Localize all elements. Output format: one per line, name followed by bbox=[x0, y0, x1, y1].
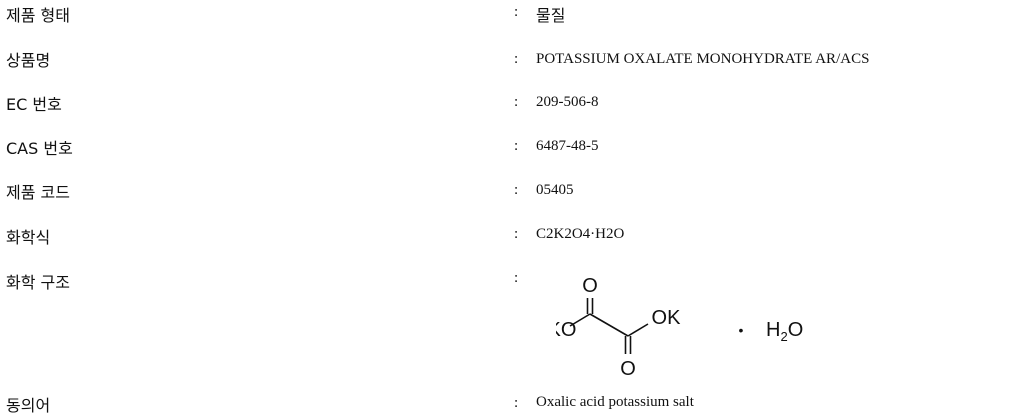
bond-c1-o bbox=[569, 313, 591, 327]
label-chemical-structure: 화학 구조 bbox=[6, 273, 70, 292]
label-formula: 화학식 bbox=[6, 228, 51, 247]
value-synonyms: Oxalic acid potassium salt bbox=[536, 394, 694, 410]
colon: : bbox=[514, 226, 519, 242]
label-product-form: 제품 형태 bbox=[6, 6, 70, 25]
colon: : bbox=[514, 51, 519, 67]
ko-left: KO bbox=[556, 319, 576, 341]
hydrate-dot: • bbox=[739, 322, 744, 338]
oxygen-top: O bbox=[582, 275, 598, 297]
value-ec-number: 209-506-8 bbox=[536, 94, 599, 110]
colon: : bbox=[514, 270, 519, 286]
bond-c1-c2 bbox=[589, 313, 629, 337]
label-product-code: 제품 코드 bbox=[6, 183, 70, 202]
water-formula: H2O bbox=[766, 319, 803, 344]
value-trade-name: POTASSIUM OXALATE MONOHYDRATE AR/ACS bbox=[536, 51, 870, 67]
bond-c2-o bbox=[627, 323, 649, 337]
colon: : bbox=[514, 182, 519, 198]
colon: : bbox=[514, 395, 519, 411]
value-product-form: 물질 bbox=[536, 6, 566, 25]
water-subscript: 2 bbox=[780, 329, 787, 344]
water-h: H bbox=[766, 319, 780, 341]
colon: : bbox=[514, 138, 519, 154]
ok-right: OK bbox=[652, 307, 682, 329]
oxygen-bottom: O bbox=[620, 358, 636, 378]
label-synonyms: 동의어 bbox=[6, 396, 51, 415]
water-o: O bbox=[788, 319, 804, 341]
label-trade-name: 상품명 bbox=[6, 51, 51, 70]
chemical-structure-diagram: O KO OK O • H2O bbox=[556, 275, 803, 378]
label-ec-number: EC 번호 bbox=[6, 95, 62, 114]
colon: : bbox=[514, 4, 519, 20]
label-cas-number: CAS 번호 bbox=[6, 139, 73, 158]
value-formula: C2K2O4·H2O bbox=[536, 226, 625, 242]
colon: : bbox=[514, 94, 519, 110]
value-cas-number: 6487-48-5 bbox=[536, 138, 599, 154]
value-product-code: 05405 bbox=[536, 182, 574, 198]
